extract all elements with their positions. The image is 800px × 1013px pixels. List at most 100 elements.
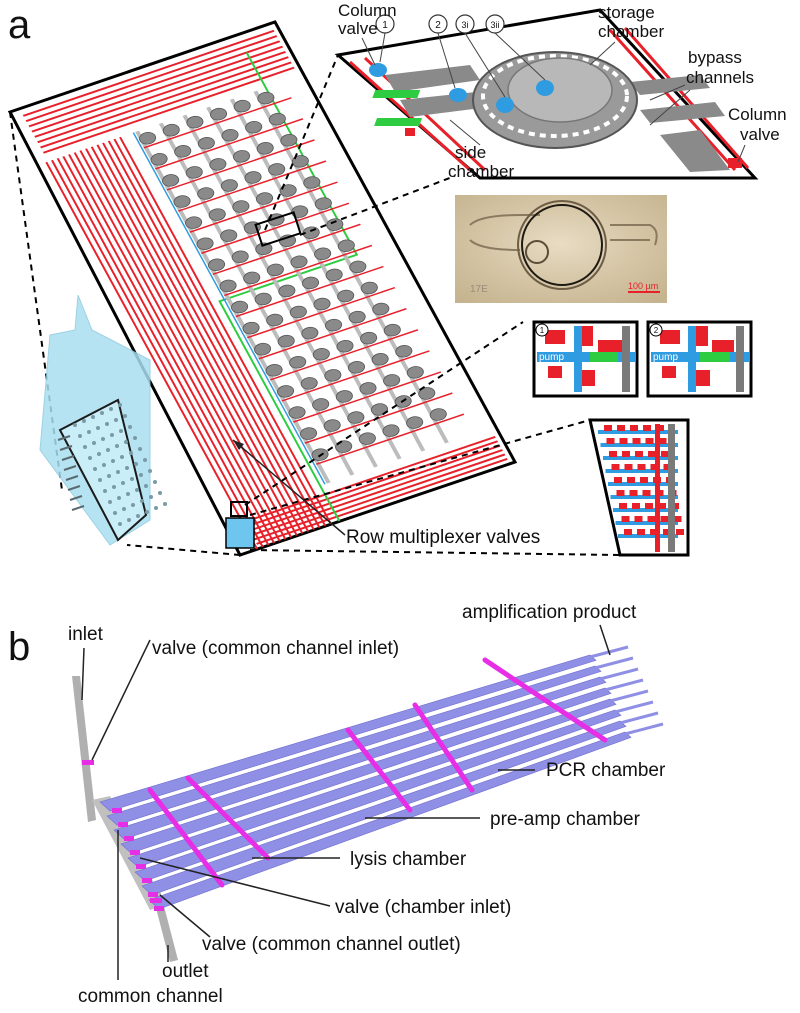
scale-bar-label: 100 µm xyxy=(628,281,658,291)
mux-flow-line xyxy=(598,430,678,434)
control-line-left xyxy=(68,154,281,542)
mini-chamber xyxy=(130,477,134,481)
chamber xyxy=(348,310,366,324)
chamber xyxy=(242,321,260,335)
chamber xyxy=(162,123,180,137)
mux-valve xyxy=(617,425,625,431)
chamber xyxy=(288,406,306,419)
mini-chamber xyxy=(118,522,122,526)
amplification-outlet xyxy=(619,711,659,725)
control-line-left xyxy=(56,157,270,546)
valve-chamber-inlet-label: valve (chamber inlet) xyxy=(335,897,511,918)
step-marker-3ii-text: 3ii xyxy=(490,20,499,30)
panel-b-leaders xyxy=(81,624,611,980)
mini-chamber xyxy=(140,499,144,503)
mux-flow-line xyxy=(608,482,678,486)
chamber xyxy=(232,200,250,213)
valve-line xyxy=(147,787,225,888)
mini-chamber xyxy=(106,448,110,452)
inset-marker-1: 1 xyxy=(540,326,545,335)
column-valve-top-label-1: Column xyxy=(338,1,397,20)
channel-array-3d xyxy=(72,645,664,962)
mux-valve xyxy=(622,451,630,457)
mux-valve xyxy=(663,464,672,470)
bypass-channels-label-2: channels xyxy=(686,68,754,87)
row-control-line xyxy=(315,413,465,465)
mini-chamber xyxy=(123,414,127,418)
mux-valve xyxy=(624,529,632,535)
chamber xyxy=(219,279,237,293)
control-line-left xyxy=(102,142,315,530)
mini-chamber xyxy=(131,503,135,507)
common-channel-label: common channel xyxy=(78,986,223,1007)
control-line-left xyxy=(73,152,287,540)
mini-pin xyxy=(61,455,75,461)
mini-chamber xyxy=(91,415,95,419)
side-chamber-leader xyxy=(449,119,481,146)
mux-valve xyxy=(673,516,682,522)
chamber xyxy=(336,339,354,353)
chamber xyxy=(358,432,376,445)
mini-chamber xyxy=(112,485,116,489)
mux-valve xyxy=(616,490,625,496)
step-marker-2-text: 2 xyxy=(435,20,441,31)
chamber xyxy=(150,153,168,166)
mux-valve xyxy=(632,438,641,444)
sample-channel xyxy=(113,676,607,840)
lysis-chamber-label: lysis chamber xyxy=(350,849,467,870)
row-control-line xyxy=(200,202,350,254)
chamber xyxy=(312,347,330,361)
common-outlet-valve xyxy=(150,898,162,903)
zoom-target-box xyxy=(254,211,302,247)
mini-chamber xyxy=(110,433,114,437)
chamber xyxy=(268,112,286,126)
mini-chamber xyxy=(93,467,97,471)
chamber xyxy=(254,292,272,306)
mini-chamber xyxy=(119,429,123,433)
row-mux-label: Row multiplexer valves xyxy=(346,527,540,548)
mini-chamber xyxy=(138,447,142,451)
mux-valve xyxy=(627,477,635,483)
mini-chamber xyxy=(96,426,100,430)
mini-chamber xyxy=(105,422,109,426)
mini-chamber xyxy=(92,441,96,445)
storage-chamber-zoom: 1 2 3i 3ii xyxy=(334,8,759,180)
chamber xyxy=(197,137,215,150)
mux-column xyxy=(668,424,675,552)
mini-chamber xyxy=(88,456,92,460)
chamber xyxy=(173,195,191,208)
valve-line xyxy=(345,727,413,813)
mux-valve xyxy=(621,516,630,522)
chamber xyxy=(220,179,238,192)
mux-valve xyxy=(637,529,645,535)
mux-valve xyxy=(634,516,643,522)
control-line-left xyxy=(62,156,276,544)
mini-chamber xyxy=(133,436,137,440)
chamber xyxy=(221,129,239,142)
row-control-line xyxy=(143,97,292,149)
chip-3d-miniature xyxy=(39,294,167,546)
mux-valve xyxy=(642,490,651,496)
mux-flow-line xyxy=(600,443,678,447)
amplification-outlet xyxy=(614,700,654,714)
chamber xyxy=(313,297,331,311)
chamber xyxy=(383,323,401,337)
chamber xyxy=(197,187,215,200)
storage-chamber-leader xyxy=(589,41,616,66)
chamber xyxy=(324,318,343,332)
column-valve-top-leader xyxy=(361,37,376,66)
valve-line xyxy=(412,702,475,793)
sample-channel xyxy=(106,665,602,826)
mini-chamber xyxy=(73,423,77,427)
chamber xyxy=(245,120,263,134)
storage-chamber-label-2: chamber xyxy=(598,22,664,41)
mini-chamber xyxy=(78,434,82,438)
micrograph: 17E 100 µm xyxy=(455,195,667,303)
control-line-left xyxy=(85,148,298,536)
row-control-line xyxy=(258,308,407,360)
row-mux-leader xyxy=(232,439,346,536)
mux-valve xyxy=(614,477,622,483)
mini-chamber xyxy=(107,474,111,478)
mux-valve xyxy=(637,464,646,470)
control-line-bottom xyxy=(251,449,503,536)
